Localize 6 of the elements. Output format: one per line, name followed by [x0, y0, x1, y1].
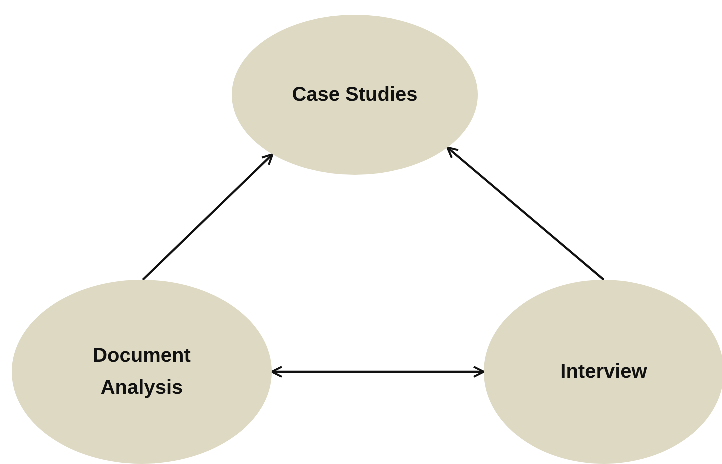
arrow	[142, 153, 274, 281]
node-label: Interview	[560, 360, 648, 385]
node-label: Document Analysis	[92, 344, 192, 401]
arrow	[446, 146, 605, 281]
node-label: Case Studies	[291, 83, 419, 108]
arrow	[271, 366, 485, 378]
